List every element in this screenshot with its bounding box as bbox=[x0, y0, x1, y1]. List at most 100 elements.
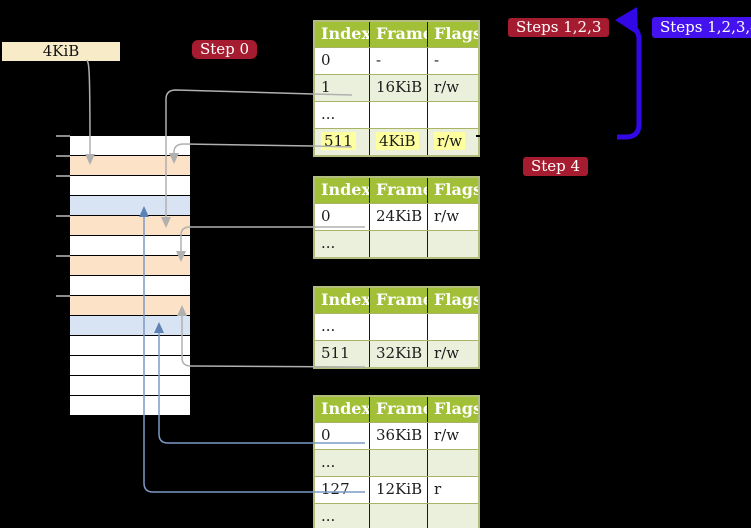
table-cell: r/w bbox=[427, 341, 478, 367]
table-row: ... bbox=[315, 503, 478, 528]
highlighted-value: 4KiB bbox=[376, 132, 419, 150]
memory-row-table bbox=[70, 156, 190, 176]
table-cell: 511 bbox=[321, 344, 350, 362]
recursive-mapping-arrow bbox=[617, 22, 642, 140]
table-cell: 24KiB bbox=[369, 204, 427, 230]
table-cell: ... bbox=[321, 105, 336, 123]
table-row: 511 4KiB r/w bbox=[315, 128, 478, 155]
table-cell: r/w bbox=[427, 75, 478, 101]
badge-step-4: Step 4 bbox=[523, 157, 589, 176]
table-cell bbox=[427, 314, 478, 340]
table-cell bbox=[427, 102, 478, 128]
memory-tick bbox=[56, 215, 70, 217]
column-header: Index bbox=[321, 180, 369, 199]
badge-step-0: Step 0 bbox=[192, 40, 258, 59]
recursive-arrowhead-icon bbox=[615, 7, 638, 35]
table-row: ... bbox=[315, 313, 478, 340]
table-cell: 0 bbox=[321, 51, 331, 69]
table-header-row: IndexFrameFlags bbox=[315, 178, 478, 203]
badge-steps-1-2-3: Steps 1,2,3 bbox=[508, 18, 610, 37]
column-header: Flags bbox=[427, 397, 478, 422]
column-header: Frame bbox=[369, 22, 427, 47]
page-table-2: IndexFrameFlags 0 24KiBr/w... bbox=[313, 176, 480, 259]
memory-row-free bbox=[70, 356, 190, 376]
table-cell: 511 bbox=[315, 129, 369, 155]
memory-row-page bbox=[70, 316, 190, 336]
table-cell bbox=[369, 314, 427, 340]
memory-tick bbox=[56, 175, 70, 177]
column-header: Index bbox=[321, 290, 369, 309]
table-row: ... bbox=[315, 230, 478, 257]
frame-size-label: 4KiB bbox=[2, 42, 120, 61]
memory-tick bbox=[56, 295, 70, 297]
memory-tick bbox=[56, 155, 70, 157]
column-header: Frame bbox=[369, 397, 427, 422]
table-cell: 0 bbox=[321, 207, 331, 225]
table-header-row: IndexFrameFlags bbox=[315, 397, 478, 422]
table-cell: ... bbox=[321, 317, 336, 335]
table-cell: - bbox=[369, 48, 427, 74]
table-cell: 16KiB bbox=[369, 75, 427, 101]
table-cell bbox=[369, 102, 427, 128]
column-header: Flags bbox=[427, 178, 478, 203]
table-cell: r/w bbox=[427, 129, 478, 155]
table-cell: 32KiB bbox=[369, 341, 427, 367]
column-header: Flags bbox=[427, 22, 478, 47]
table-cell bbox=[427, 450, 478, 476]
table-row: 0 -- bbox=[315, 47, 478, 74]
table-cell: ... bbox=[321, 453, 336, 471]
column-header: Frame bbox=[369, 178, 427, 203]
table-cell: ... bbox=[321, 507, 336, 525]
table-cell: 1 bbox=[321, 78, 331, 96]
highlighted-value: 511 bbox=[321, 132, 356, 150]
table-cell: r/w bbox=[427, 204, 478, 230]
memory-row-free bbox=[70, 136, 190, 156]
table-header-row: IndexFrameFlags bbox=[315, 288, 478, 313]
table-row: ... bbox=[315, 449, 478, 476]
badge-steps-1-2-3-4: Steps 1,2,3,4 bbox=[652, 17, 751, 38]
table-cell: 36KiB bbox=[369, 423, 427, 449]
table-cell: 4KiB bbox=[369, 129, 427, 155]
table-cell bbox=[369, 504, 427, 528]
table-cell bbox=[369, 231, 427, 257]
memory-row-free bbox=[70, 176, 190, 196]
table-cell: r/w bbox=[427, 423, 478, 449]
column-header: Index bbox=[321, 399, 369, 418]
memory-row-free bbox=[70, 396, 190, 415]
physical-memory-stack bbox=[70, 136, 190, 415]
table-cell: 127 bbox=[321, 480, 350, 498]
memory-row-table bbox=[70, 296, 190, 316]
memory-row-free bbox=[70, 336, 190, 356]
highlighted-value: r/w bbox=[434, 132, 466, 150]
table-cell: r bbox=[427, 477, 478, 503]
table-row: ... bbox=[315, 101, 478, 128]
table-header-row: IndexFrameFlags bbox=[315, 22, 478, 47]
table-cell bbox=[427, 231, 478, 257]
table-cell: - bbox=[427, 48, 478, 74]
column-header: Index bbox=[321, 24, 369, 43]
column-header: Flags bbox=[427, 288, 478, 313]
table-cell: ... bbox=[321, 234, 336, 252]
memory-row-table bbox=[70, 216, 190, 236]
table-cell bbox=[369, 450, 427, 476]
memory-tick bbox=[56, 135, 70, 137]
memory-row-table bbox=[70, 256, 190, 276]
memory-row-free bbox=[70, 236, 190, 256]
memory-row-free bbox=[70, 276, 190, 296]
memory-row-free bbox=[70, 376, 190, 396]
table-cell bbox=[427, 504, 478, 528]
table-cell: 12KiB bbox=[369, 477, 427, 503]
memory-tick bbox=[56, 255, 70, 257]
hidden-black-connector bbox=[475, 135, 618, 138]
memory-row-page bbox=[70, 196, 190, 216]
column-header: Frame bbox=[369, 288, 427, 313]
table-cell: 0 bbox=[321, 426, 331, 444]
